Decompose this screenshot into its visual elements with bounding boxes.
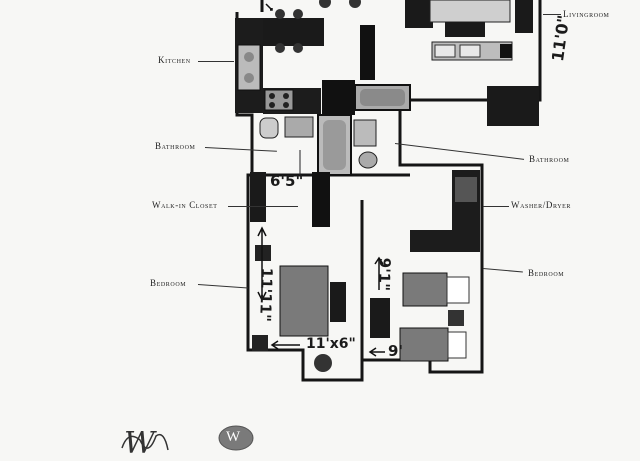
label-walk-in-closet: Walk-in Closet xyxy=(152,200,218,210)
leader-closet xyxy=(228,206,298,207)
label-bathroom-right: Bathroom xyxy=(529,154,570,164)
handwritten-bedroom-right-bottom: 9' xyxy=(388,342,404,360)
label-bedroom-left: Bedroom xyxy=(150,278,187,288)
bedroom-left-furniture xyxy=(252,226,346,372)
label-livingroom: Livingroom xyxy=(563,9,610,19)
dining-set xyxy=(262,0,361,53)
bathroom-right-fixtures xyxy=(353,84,411,169)
walk-in-closet xyxy=(250,172,330,227)
logo-emblem xyxy=(121,425,254,451)
living-room-furniture xyxy=(405,0,539,126)
bedroom-right-furniture xyxy=(368,256,470,362)
logo-script-text: W xyxy=(124,426,155,461)
label-kitchen: Kitchen xyxy=(158,55,191,65)
kitchen-counters xyxy=(235,18,375,115)
logo-letter: W xyxy=(226,429,241,445)
handwritten-bedroom-right-dimension: 9'1" xyxy=(374,257,394,292)
leader-washer-dryer xyxy=(483,206,509,207)
label-washer-dryer: Washer/Dryer xyxy=(511,200,572,210)
label-bathroom-left: Bathroom xyxy=(155,141,196,151)
leader-livingroom xyxy=(543,14,561,15)
label-bedroom-right: Bedroom xyxy=(528,268,565,278)
handwritten-bedroom-left-bottom: 11'x6" xyxy=(306,336,356,352)
washer-dryer xyxy=(410,170,480,252)
bathroom-left-fixtures xyxy=(259,114,352,176)
handwritten-hall-dimension: 6'5" xyxy=(270,172,304,190)
handwritten-bedroom-left-dimension: 11'11" xyxy=(256,267,276,323)
leader-kitchen xyxy=(198,61,234,62)
